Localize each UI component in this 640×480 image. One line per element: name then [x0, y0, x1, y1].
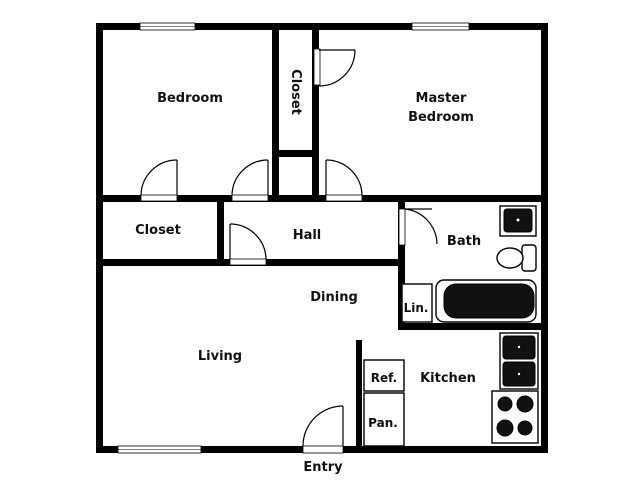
- room-labels: Bedroom Closet Master Bedroom Closet Hal…: [135, 69, 481, 475]
- label-hall: Hall: [293, 228, 322, 243]
- door-entry[interactable]: [302, 405, 344, 454]
- pantry: [363, 392, 405, 447]
- wall-closet-left: [272, 23, 279, 198]
- label-living: Living: [198, 349, 242, 364]
- wall-closet-bottom: [272, 150, 319, 157]
- label-closet-vertical: Closet: [288, 69, 303, 115]
- bath-sink: [499, 205, 537, 237]
- windows: [117, 22, 470, 454]
- wall-closet-hall: [217, 195, 224, 265]
- toilet: [496, 244, 537, 272]
- wall-top: [96, 23, 548, 30]
- door-master-bedroom[interactable]: [325, 159, 363, 202]
- door-bedroom[interactable]: [140, 159, 178, 202]
- wall-right: [541, 23, 548, 453]
- linen-closet: [401, 283, 433, 323]
- label-bath: Bath: [447, 234, 481, 249]
- label-kitchen: Kitchen: [420, 371, 476, 386]
- wall-closet-right: [312, 23, 319, 198]
- bathtub: [435, 279, 537, 323]
- door-bedroom-closet[interactable]: [231, 159, 269, 202]
- stove: [491, 390, 539, 444]
- label-pantry: Pan.: [368, 416, 398, 430]
- label-entry: Entry: [303, 460, 343, 475]
- doors: [140, 48, 438, 454]
- door-bath[interactable]: [398, 208, 438, 246]
- kitchen-sink: [499, 332, 539, 390]
- label-bedroom: Bedroom: [157, 91, 223, 106]
- label-master-line1: Master: [416, 91, 467, 106]
- door-hall[interactable]: [229, 223, 267, 266]
- label-closet-hall: Closet: [135, 223, 181, 238]
- kitchen-fixtures: [363, 332, 539, 447]
- wall-master-bottom: [398, 195, 548, 202]
- refrigerator: [363, 359, 405, 392]
- bath-fixtures: [401, 205, 537, 323]
- label-linen: Lin.: [404, 301, 429, 315]
- door-master-closet[interactable]: [313, 48, 356, 87]
- wall-left: [96, 23, 103, 453]
- wall-bath-bottom: [398, 323, 548, 330]
- wall-kitchen: [356, 340, 362, 453]
- label-refrigerator: Ref.: [371, 371, 398, 385]
- label-master-line2: Bedroom: [408, 110, 474, 125]
- label-dining: Dining: [310, 290, 358, 305]
- wall-bath-left: [398, 195, 405, 330]
